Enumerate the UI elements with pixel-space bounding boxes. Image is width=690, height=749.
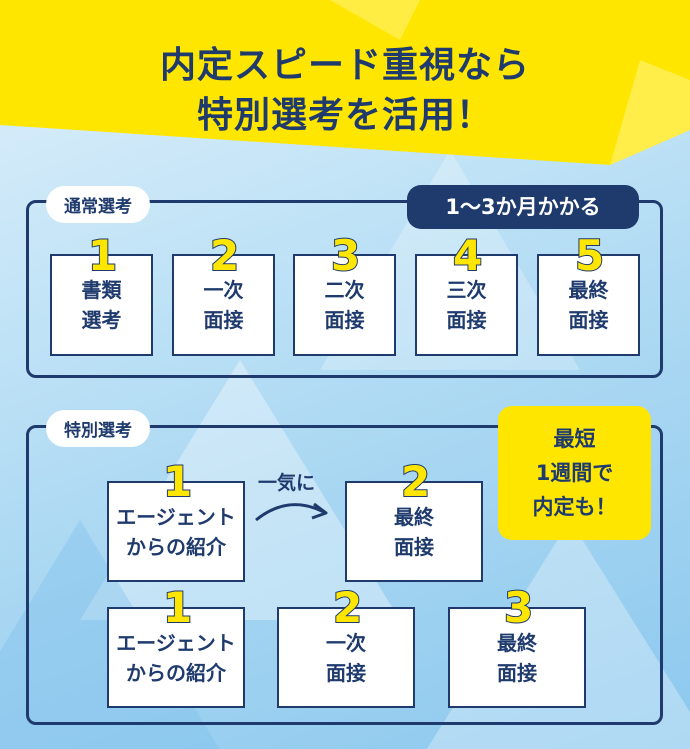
- step-card-line2: 面接: [497, 660, 537, 685]
- step-card-line2: 面接: [203, 308, 244, 332]
- step-card-line1: 最終: [497, 630, 537, 655]
- step-number: 2: [209, 231, 240, 280]
- callout-line2: 1週間で: [535, 461, 614, 485]
- step-card: 二次 面接: [293, 254, 396, 356]
- step-card-line1: エージェント: [116, 630, 236, 655]
- page-title-line2: 特別選考を活用！: [196, 95, 493, 136]
- step-card-line1: 書類: [81, 278, 122, 302]
- step-card: 三次 面接: [415, 254, 518, 356]
- step-card-line2: 面接: [326, 660, 366, 685]
- step-card-line2: 面接: [446, 308, 487, 332]
- step-number: 1: [162, 583, 193, 632]
- step-card-line2: 面接: [324, 308, 365, 332]
- step-card-line1: エージェント: [116, 504, 236, 529]
- special-selection-section: [26, 425, 663, 725]
- normal-selection-section: [26, 200, 663, 378]
- step-number: 2: [332, 583, 363, 632]
- normal-selection-label: 通常選考: [46, 186, 150, 223]
- title-banner: [0, 0, 690, 165]
- step-card: 最終 面接: [448, 607, 586, 708]
- step-card: 最終 面接: [537, 254, 640, 356]
- step-card-line1: 二次: [324, 278, 365, 302]
- step-card: エージェント からの紹介: [107, 607, 245, 708]
- step-card-line2: 選考: [81, 308, 122, 332]
- arrow-icon: [255, 502, 328, 522]
- step-number: 3: [503, 583, 534, 632]
- step-number: 4: [452, 231, 483, 280]
- step-card-line2: からの紹介: [126, 534, 226, 559]
- step-card-line2: 面接: [568, 308, 609, 332]
- step-card-line1: 三次: [446, 278, 487, 302]
- step-card-line2: からの紹介: [126, 660, 226, 685]
- callout-line1: 最短: [553, 427, 596, 451]
- step-card-line1: 最終: [568, 278, 609, 302]
- step-card: エージェント からの紹介: [107, 481, 245, 582]
- arrow-label: 一気に: [258, 472, 316, 494]
- step-number: 1: [162, 457, 193, 506]
- step-number: 3: [330, 231, 361, 280]
- step-card: 書類 選考: [50, 254, 153, 356]
- step-card: 一次 面接: [277, 607, 415, 708]
- step-card: 最終 面接: [345, 481, 483, 582]
- duration-badge: 1〜3か月かかる: [407, 185, 639, 229]
- callout-line3: 内定も！: [532, 495, 617, 519]
- step-card-line1: 一次: [326, 630, 366, 655]
- step-card-line1: 一次: [203, 278, 244, 302]
- step-number: 5: [574, 231, 605, 280]
- step-number: 1: [87, 231, 118, 280]
- step-card-line2: 面接: [394, 534, 434, 559]
- step-card-line1: 最終: [394, 504, 434, 529]
- special-selection-label: 特別選考: [46, 410, 150, 447]
- step-number: 2: [400, 457, 431, 506]
- page-title-line1: 内定スピード重視なら: [159, 45, 530, 86]
- fastest-callout: 最短 1週間で 内定も！: [498, 406, 651, 540]
- step-card: 一次 面接: [172, 254, 275, 356]
